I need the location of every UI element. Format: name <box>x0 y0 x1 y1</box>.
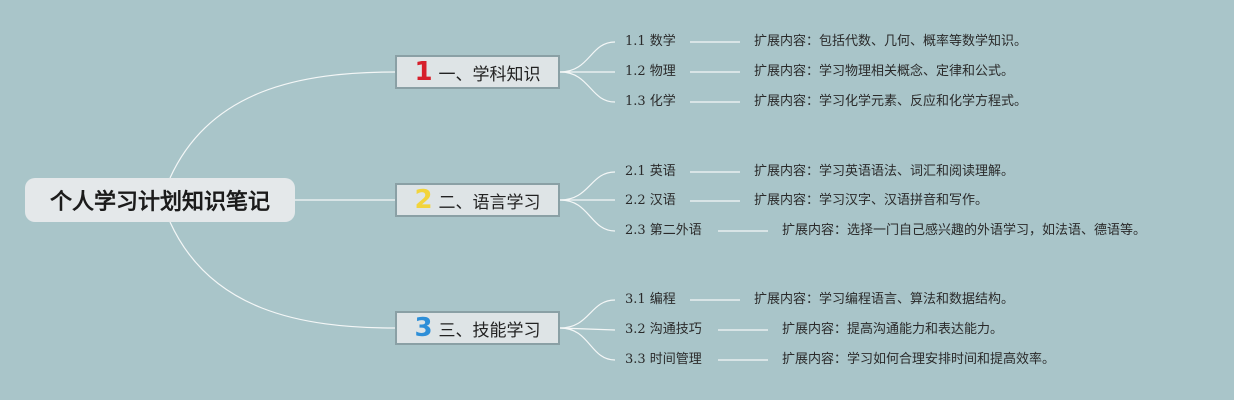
branch-topic-1[interactable]: 1 一、学科知识 <box>395 55 560 89</box>
subtopic-1-2[interactable]: 1.2 物理 <box>625 64 676 79</box>
branch-topic-3[interactable]: 3 三、技能学习 <box>395 311 560 345</box>
branch-label-2: 二、语言学习 <box>438 192 541 213</box>
subtopic-1-3[interactable]: 1.3 化学 <box>625 94 676 109</box>
number-badge-1: 1 <box>414 57 433 87</box>
number-badge-3: 3 <box>414 313 433 343</box>
detail-2-1[interactable]: 扩展内容：学习英语语法、词汇和阅读理解。 <box>754 164 1015 179</box>
subtopic-2-2[interactable]: 2.2 汉语 <box>625 193 676 208</box>
branch-topic-2[interactable]: 2 二、语言学习 <box>395 183 560 217</box>
connector-b3-l1 <box>559 299 616 329</box>
connector-root-branch-3 <box>169 221 396 329</box>
subtopic-2-1[interactable]: 2.1 英语 <box>625 164 676 179</box>
detail-2-2[interactable]: 扩展内容：学习汉字、汉语拼音和写作。 <box>754 193 989 208</box>
connector-root-branch-1 <box>169 71 396 179</box>
detail-2-3[interactable]: 扩展内容：选择一门自己感兴趣的外语学习，如法语、德语等。 <box>782 223 1147 238</box>
detail-3-2[interactable]: 扩展内容：提高沟通能力和表达能力。 <box>782 322 1004 337</box>
subtopic-3-3[interactable]: 3.3 时间管理 <box>625 352 702 367</box>
branch-label-1: 一、学科知识 <box>438 64 541 85</box>
detail-3-1[interactable]: 扩展内容：学习编程语言、算法和数据结构。 <box>754 292 1015 307</box>
connector-b2-l3 <box>559 199 616 232</box>
number-badge-2: 2 <box>414 185 433 215</box>
detail-1-3[interactable]: 扩展内容：学习化学元素、反应和化学方程式。 <box>754 94 1028 109</box>
subtopic-3-1[interactable]: 3.1 编程 <box>625 292 676 307</box>
subtopic-1-1[interactable]: 1.1 数学 <box>625 34 676 49</box>
connector-b1-l3 <box>559 71 616 103</box>
root-title: 个人学习计划知识笔记 <box>49 190 270 215</box>
detail-1-1[interactable]: 扩展内容：包括代数、几何、概率等数学知识。 <box>754 34 1028 49</box>
detail-1-2[interactable]: 扩展内容：学习物理相关概念、定律和公式。 <box>754 64 1015 79</box>
connector-b3-l2 <box>559 327 616 331</box>
connector-b1-l1 <box>559 41 616 73</box>
connector-b2-l1 <box>559 171 616 201</box>
subtopic-3-2[interactable]: 3.2 沟通技巧 <box>625 322 702 337</box>
detail-3-3[interactable]: 扩展内容：学习如何合理安排时间和提高效率。 <box>782 352 1056 367</box>
root-topic[interactable]: 个人学习计划知识笔记 <box>25 178 295 222</box>
connector-b3-l3 <box>559 327 616 361</box>
branch-label-3: 三、技能学习 <box>438 320 541 341</box>
subtopic-2-3[interactable]: 2.3 第二外语 <box>625 223 702 238</box>
